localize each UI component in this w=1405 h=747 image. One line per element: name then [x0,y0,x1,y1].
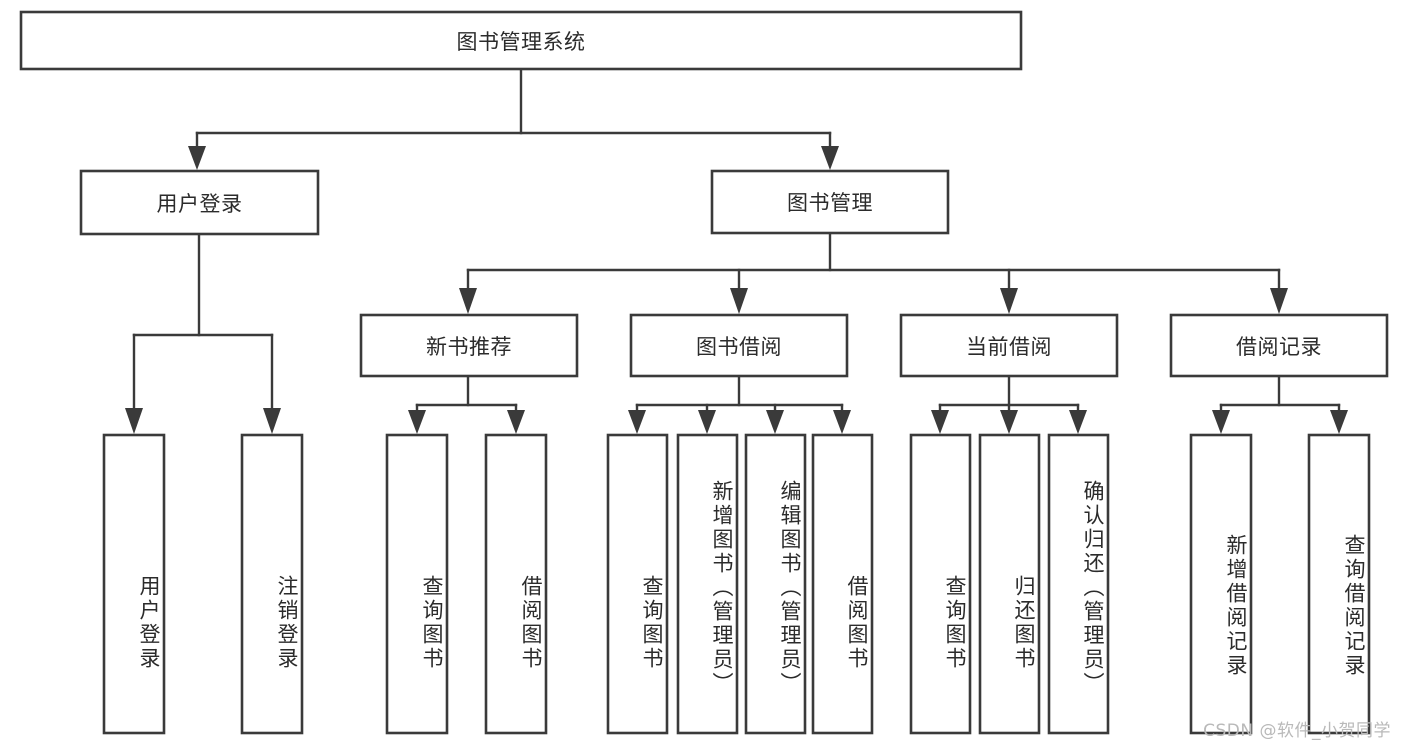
node-box-leaf-cb-return-book[interactable] [978,433,1041,735]
node-box-leaf-bb-edit-book[interactable] [744,433,807,735]
node-box-root[interactable] [19,10,1023,71]
watermark-text: CSDN @软件_小贺同学 [1203,721,1391,741]
connector-group-book-manage [459,231,1288,314]
node-box-leaf-user-login[interactable] [102,433,166,735]
node-box-leaf-cb-query-book[interactable] [909,433,972,735]
arrow-head-leaf-currentborrow-1 [931,410,949,434]
node-box-leaf-bb-add-book[interactable] [676,433,739,735]
arrow-head-user-login [188,146,206,170]
arrow-head-book-borrow [730,288,748,314]
node-box-leaf-cb-confirm-return[interactable] [1047,433,1110,735]
arrow-head-leaf-user-2 [263,408,281,434]
arrow-head-book-manage [821,146,839,170]
arrow-head-borrow-record [1270,288,1288,314]
node-box-leaf-bb-borrow-book[interactable] [811,433,874,735]
connector-group-root [188,67,839,170]
arrow-head-leaf-borrowrecord-2 [1330,410,1348,434]
arrow-head-leaf-newbook-1 [408,410,426,434]
connector-group-user-login [125,232,281,434]
node-box-leaf-nb-borrow-book[interactable] [484,433,548,735]
node-box-user-login[interactable] [79,169,320,236]
node-box-leaf-nb-query-book[interactable] [385,433,449,735]
arrow-head-leaf-currentborrow-2 [1000,410,1018,434]
arrow-head-leaf-user-1 [125,408,143,434]
arrow-head-leaf-currentborrow-3 [1069,410,1087,434]
arrow-head-leaf-bookborrow-4 [833,410,851,434]
node-box-leaf-br-query-record[interactable] [1307,433,1371,735]
arrow-head-leaf-bookborrow-3 [766,410,784,434]
arrow-head-leaf-borrowrecord-1 [1212,410,1230,434]
arrow-head-leaf-newbook-2 [507,410,525,434]
node-box-leaf-bb-query-book[interactable] [606,433,669,735]
arrow-head-leaf-bookborrow-1 [628,410,646,434]
connector-group-book-borrow [628,374,851,434]
connector-group-borrow-record [1212,374,1348,434]
arrow-head-current-borrow [1000,288,1018,314]
node-box-leaf-br-add-record[interactable] [1189,433,1253,735]
connector-group-current-borrow [931,374,1087,434]
node-box-current-borrow[interactable] [899,313,1119,378]
connector-group-new-book [408,374,525,434]
arrow-head-leaf-bookborrow-2 [698,410,716,434]
arrow-head-new-book [459,288,477,314]
node-box-book-borrow[interactable] [629,313,849,378]
node-box-new-book-recommend[interactable] [359,313,579,378]
node-box-borrow-record[interactable] [1169,313,1389,378]
node-box-book-manage[interactable] [710,169,950,235]
node-box-leaf-logout[interactable] [240,433,304,735]
